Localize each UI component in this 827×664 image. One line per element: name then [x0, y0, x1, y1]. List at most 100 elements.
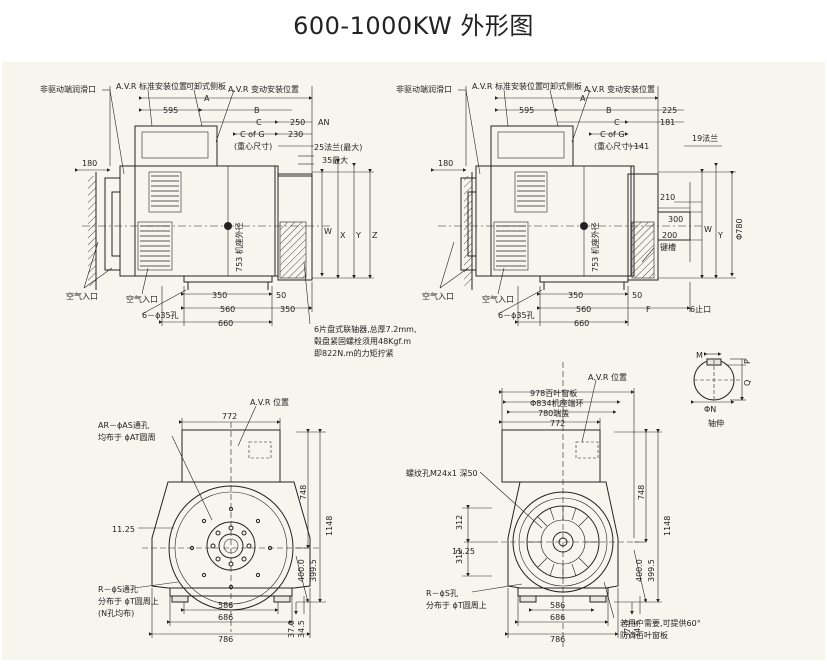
dim-786: 786 — [218, 635, 233, 644]
coupling-note-2: 毂盘紧固螺栓须用48Kgf.m — [314, 336, 411, 346]
drive-end — [277, 173, 313, 281]
flange-max-label: 35最大 — [322, 155, 348, 165]
ar-holes-label: AR－ϕAS通孔 — [98, 420, 149, 430]
coupling-note-3: 即822N.m的力矩拧紧 — [314, 348, 394, 358]
dim-586-right: 586 — [550, 601, 565, 610]
cofg-label-right: C of G — [600, 130, 625, 139]
dim-B: B — [254, 106, 260, 115]
louver-note-1: 若用户需要,可提供60° — [620, 618, 701, 628]
ar-dist-label: 均布于 ϕAT圆周 — [98, 432, 156, 442]
shaft-detail: M P Q ΦN 轴伸 — [691, 351, 752, 428]
terminal-box-inner — [141, 131, 209, 159]
dim-595-right: 595 — [519, 106, 534, 115]
right-top-view — [431, 86, 736, 326]
dim-300: 300 — [668, 215, 683, 224]
dim-225: 225 — [662, 106, 677, 115]
left-bottom-labels: A.V.R 位置 772 AR－ϕAS通孔 均布于 ϕAT圆周 11.25 74… — [98, 397, 334, 644]
shaft-Q: Q — [743, 380, 752, 386]
dim-F: F — [646, 305, 651, 314]
dim-560-right: 560 — [576, 305, 591, 314]
dim-312b: 312 — [455, 549, 464, 564]
coupling-hatch — [279, 221, 307, 279]
dim-686-right: 686 — [550, 613, 565, 622]
dim-350b: 350 — [280, 305, 295, 314]
dim-37-right: 37.0 — [623, 620, 632, 638]
air-inlet-1: 空气入口 — [66, 291, 98, 301]
dim-Z: Z — [372, 231, 378, 240]
drawing-canvas: 非驱动端润滑口 A.V.R 标准安装位置 可卸式侧板 A.V.R 变动安装位置 … — [40, 81, 752, 648]
dim-W-right: W — [704, 225, 712, 234]
dim-A: A — [204, 94, 210, 103]
dim-11-25: 11.25 — [112, 525, 135, 534]
dim-660-right: 660 — [574, 319, 589, 328]
dim-772: 772 — [222, 412, 237, 421]
dim-780: Φ780 — [735, 218, 744, 240]
dim-399-5-right: 399.5 — [647, 559, 656, 582]
avr-position-label: A.V.R 位置 — [250, 397, 289, 407]
shaft-N: ΦN — [704, 405, 716, 414]
dim-180: 180 — [82, 159, 97, 168]
dim-250: 250 — [290, 118, 305, 127]
louver-note-2: 防滴百叶窗板 — [620, 630, 668, 640]
stop-label: 6止口 — [690, 304, 711, 314]
avr-var-label-right: A.V.R 变动安装位置 — [584, 84, 655, 94]
shaft-label: 轴伸 — [708, 418, 724, 428]
r-dist-label: 分布于 ϕT圆周上 — [98, 596, 159, 606]
side-panel-label-right: 可卸式侧板 — [542, 81, 582, 91]
generator-body-right — [475, 165, 635, 277]
dim-50: 50 — [276, 291, 286, 300]
vent-grille-right — [493, 171, 548, 271]
dim-Y-right: Y — [717, 231, 723, 240]
dim-B-right: B — [606, 106, 612, 115]
right-bottom-view — [462, 362, 662, 648]
dim-560: 560 — [220, 305, 235, 314]
thread-label: 螺纹孔M24x1 深50 — [406, 468, 478, 478]
feet — [183, 275, 273, 283]
dim-230: 230 — [288, 130, 303, 139]
dim-748-right: 748 — [637, 485, 646, 500]
air-inlet-1-right: 空气入口 — [422, 291, 454, 301]
page-title: 600-1000KW 外形图 — [293, 12, 534, 40]
keyway-label: 键槽 — [660, 242, 676, 252]
shaft-P: P — [743, 359, 752, 364]
shaft-M: M — [696, 351, 703, 360]
dim-34-5: 34.5 — [297, 620, 306, 638]
cofg-label: C of G — [240, 130, 265, 139]
n-holes-label: (N孔均布) — [98, 608, 134, 618]
dim-A-right: A — [580, 94, 586, 103]
dim-210: 210 — [660, 193, 675, 202]
dim-660: 660 — [218, 319, 233, 328]
louver-label: 978百叶窗板 — [530, 388, 577, 398]
holes-label-right: 6－ϕ35孔 — [498, 311, 535, 320]
dim-312a: 312 — [455, 515, 464, 530]
generator-body — [119, 165, 279, 277]
lube-label: 非驱动端润滑口 — [40, 84, 96, 94]
dim-586: 586 — [218, 601, 233, 610]
frame-outline — [151, 481, 311, 589]
avr-box-right — [501, 429, 601, 483]
dim-748: 748 — [299, 485, 308, 500]
dim-350: 350 — [212, 291, 227, 300]
avr-var-label: A.V.R 变动安装位置 — [228, 84, 299, 94]
air-inlet-2: 空气入口 — [126, 294, 158, 304]
dim-180-right: 180 — [438, 159, 453, 168]
dim-400: 400.0 — [297, 559, 306, 582]
dim-595: 595 — [163, 106, 178, 115]
dim-AN: AN — [318, 118, 329, 127]
coupling-note-1: 6片盘式联轴器,总厚7.2mm, — [314, 324, 416, 334]
dim-786-right: 786 — [550, 635, 565, 644]
flange-label: 25法兰(最大) — [314, 142, 362, 152]
left-bottom-view — [133, 405, 326, 638]
left-top-view — [75, 86, 374, 326]
avr-position-label-right: A.V.R 位置 — [588, 372, 627, 382]
lube-label-right: 非驱动端润滑口 — [396, 84, 452, 94]
dim-Y: Y — [355, 231, 361, 240]
avr-std-label-right: A.V.R 标准安装位置 — [472, 81, 543, 91]
right-top-labels: 非驱动端润滑口 A.V.R 标准安装位置 可卸式侧板 A.V.R 变动安装位置 … — [396, 81, 744, 328]
cofg-sub-label-right: (重心尺寸) — [594, 141, 632, 151]
dim-141: 141 — [634, 142, 649, 151]
end-cover-label: 780端盖 — [538, 408, 569, 418]
r-dist-label-right: 分布于 ϕT圆周上 — [426, 600, 487, 610]
ring-label: Φ834机座端环 — [530, 398, 584, 408]
dim-686: 686 — [218, 613, 233, 622]
